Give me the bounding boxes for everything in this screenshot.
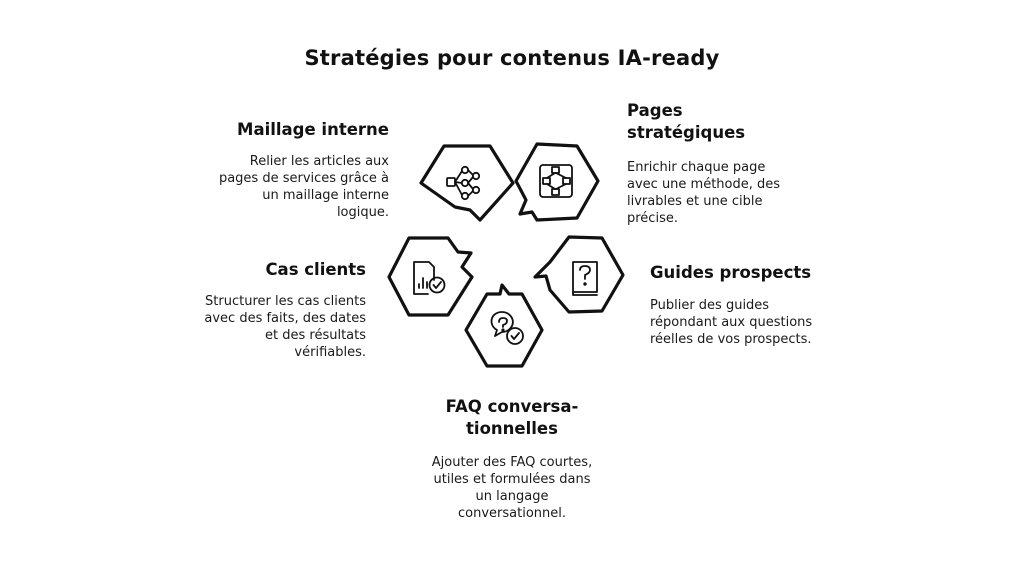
heading-maillage-interne: Maillage interne (237, 120, 389, 139)
report-check-icon (413, 261, 446, 295)
network-icon (446, 165, 481, 201)
hexagon-guides-prospects (533, 235, 625, 314)
hexagon-pages-strategiques (514, 142, 600, 222)
heading-cas-clients: Cas clients (265, 260, 366, 279)
diagram-title: Stratégies pour contenus IA-ready (304, 46, 720, 70)
badge-cas-clients (387, 236, 474, 317)
badge-guides-prospects (533, 235, 625, 314)
description-cas-clients: Structurer les cas clients avec des fait… (204, 294, 366, 360)
hexagon-maillage-interne (419, 144, 515, 222)
description-guides-prospects: Publier des guides répondant aux questio… (650, 298, 813, 347)
badge-pages-strategiques (514, 142, 600, 222)
badge-maillage-interne (419, 144, 515, 222)
description-pages-strategiques: Enrichir chaque page avec une méthode, d… (627, 160, 781, 226)
heading-pages-strategiques: Pages stratégiques (627, 101, 746, 142)
heading-guides-prospects: Guides prospects (650, 263, 812, 282)
hexagon-cas-clients (387, 236, 474, 317)
flowchart-icon (539, 164, 573, 198)
heading-faq-conversationnelles: FAQ conversa- tionnelles (445, 397, 579, 438)
chat-bubbles-icon (490, 311, 524, 345)
badge-faq-conversationnelles (464, 283, 544, 368)
description-maillage-interne: Relier les articles aux pages de service… (218, 154, 389, 220)
question-book-icon (572, 261, 598, 296)
description-faq-conversationnelles: Ajouter des FAQ courtes, utiles et formu… (431, 455, 593, 521)
